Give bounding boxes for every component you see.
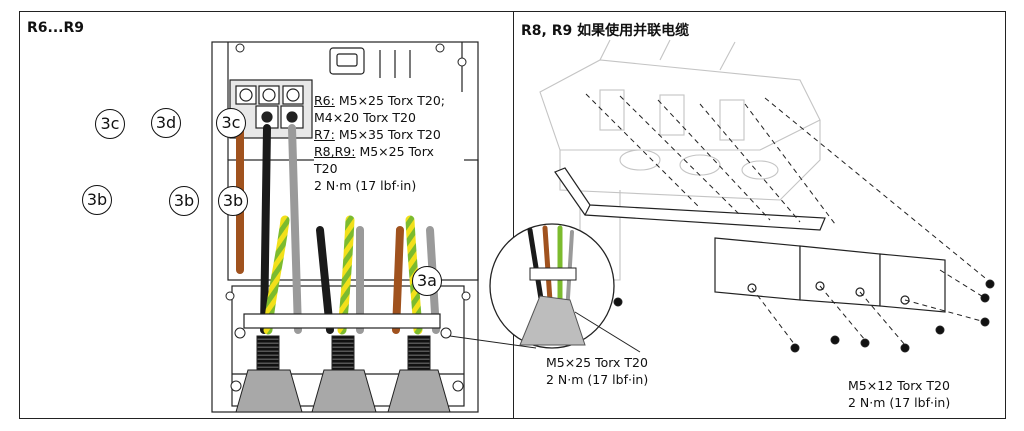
right-spec-a: M5×25 Torx T20 2 N·m (17 lbf·in) [546, 354, 649, 388]
callout-3b-a: 3b [82, 185, 112, 215]
panel-divider [513, 12, 514, 418]
spec-line-r8r9: R8,R9: M5×25 Torx [314, 144, 434, 159]
left-spec-block: R6: M5×25 Torx T20; M4×20 Torx T20 R7: M… [314, 92, 464, 194]
callout-3b-c: 3b [218, 186, 248, 216]
left-panel-title: R6...R9 [27, 20, 84, 36]
spec-line-r6-b: M4×20 Torx T20 [314, 110, 416, 125]
callout-3c-a: 3c [95, 109, 125, 139]
spec-line-r6: R6: M5×25 Torx T20; [314, 93, 446, 108]
spec-line-torque: 2 N·m (17 lbf·in) [314, 178, 417, 193]
spec-line-r8r9-b: T20 [314, 161, 338, 176]
spec-line-r7: R7: M5×35 Torx T20 [314, 127, 441, 142]
callout-3b-b: 3b [169, 186, 199, 216]
callout-3d: 3d [151, 108, 181, 138]
callout-3c-b: 3c [216, 108, 246, 138]
right-panel-title: R8, R9 如果使用并联电缆 [521, 23, 690, 39]
right-spec-b: M5×12 Torx T20 2 N·m (17 lbf·in) [848, 378, 951, 410]
callout-3a: 3a [412, 266, 442, 296]
